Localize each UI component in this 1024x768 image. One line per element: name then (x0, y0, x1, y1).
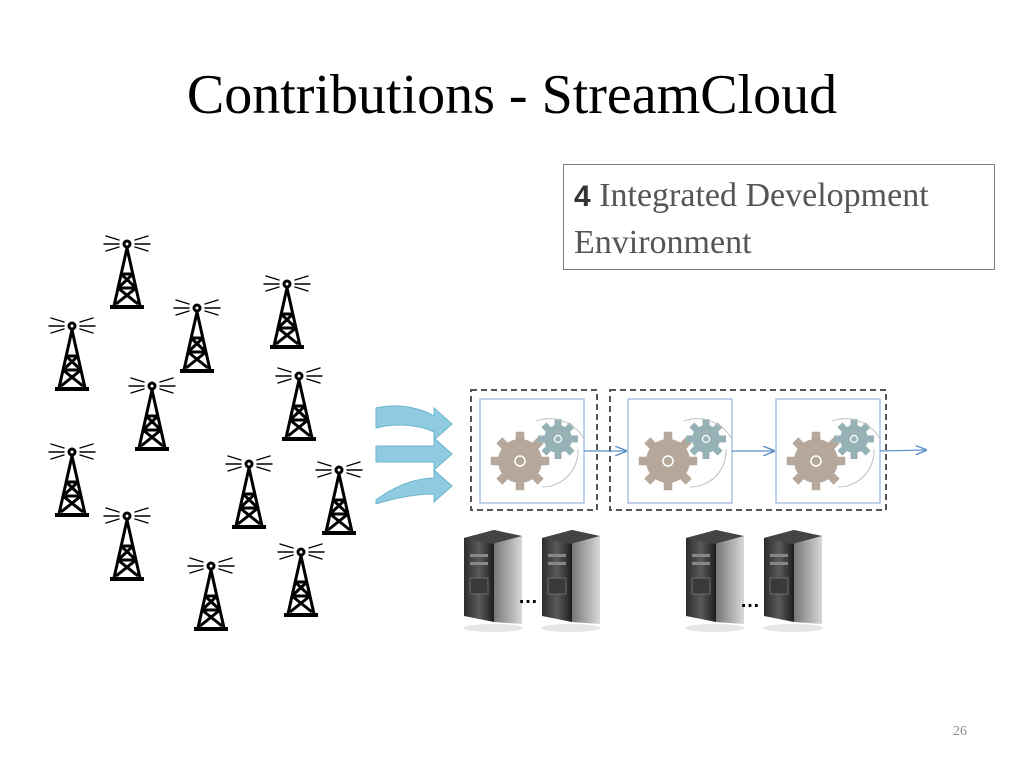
antenna-tower-icon (37, 306, 107, 396)
callout-number: 4 (574, 180, 591, 213)
straight-arrow-icon (375, 436, 453, 472)
slide-title: Contributions - StreamCloud (186, 64, 838, 126)
antenna-tower-icon (117, 366, 187, 456)
curved-arrow-icon (375, 405, 453, 442)
server-icon (541, 530, 601, 632)
operator-1 (479, 398, 585, 504)
operator-3 (775, 398, 881, 504)
antenna-tower-icon (264, 356, 334, 446)
antenna-tower-icon (266, 532, 336, 622)
server-icon (685, 530, 745, 632)
ellipsis-1: … (518, 586, 538, 608)
callout-box: 4 Integrated Development Environment (563, 164, 995, 270)
input-arrows (375, 405, 453, 504)
antenna-tower-icon (37, 432, 107, 522)
ellipsis-2: … (740, 590, 760, 612)
link-arrow-3 (879, 450, 926, 451)
curved-arrow-icon (375, 468, 453, 504)
callout-line-1: 4 Integrated Development (574, 173, 984, 220)
antenna-tower-icon (176, 546, 246, 636)
page-number: 26 (953, 724, 967, 739)
operator-2 (627, 398, 733, 504)
server-icon (463, 530, 523, 632)
antenna-tower-icon (162, 288, 232, 378)
callout-text-1: Integrated Development (599, 177, 929, 214)
antenna-tower-icon (92, 496, 162, 586)
antenna-tower-icon (252, 264, 322, 354)
operator-pipeline (470, 389, 936, 511)
subcluster-2 (609, 389, 887, 511)
subcluster-1 (470, 389, 598, 511)
antenna-tower-icon (92, 224, 162, 314)
server-icon (763, 530, 823, 632)
callout-text-2: Environment (574, 224, 752, 261)
antenna-tower-icon (214, 444, 284, 534)
antenna-tower-icon (304, 450, 374, 540)
